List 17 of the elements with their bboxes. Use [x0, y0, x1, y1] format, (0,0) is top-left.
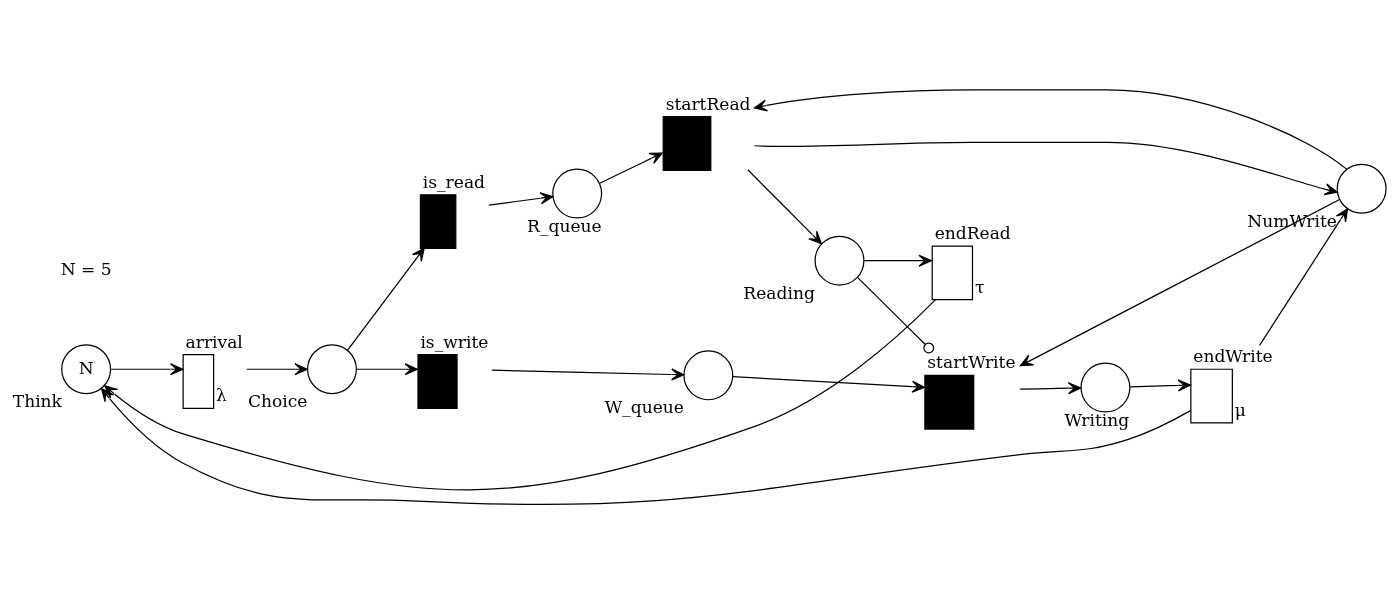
- node-label: arrival: [185, 331, 243, 352]
- node-label: τ: [974, 276, 985, 297]
- node-label: Writing: [1064, 409, 1130, 430]
- node-label: μ: [1234, 399, 1246, 420]
- node-label: W_queue: [604, 396, 684, 417]
- label: N = 5: [60, 258, 112, 279]
- node-label: is_write: [420, 331, 489, 352]
- node-label: λ: [216, 384, 227, 405]
- node-label: is_read: [422, 171, 486, 192]
- node-label: endWrite: [1193, 345, 1273, 366]
- node-label: R_queue: [527, 215, 602, 236]
- node-label: Reading: [743, 282, 815, 303]
- node-label: startRead: [665, 93, 751, 114]
- node-label: endRead: [934, 222, 1011, 243]
- node-label: Choice: [247, 390, 308, 411]
- node-label: Think: [12, 390, 62, 411]
- node-label: startWrite: [927, 351, 1016, 372]
